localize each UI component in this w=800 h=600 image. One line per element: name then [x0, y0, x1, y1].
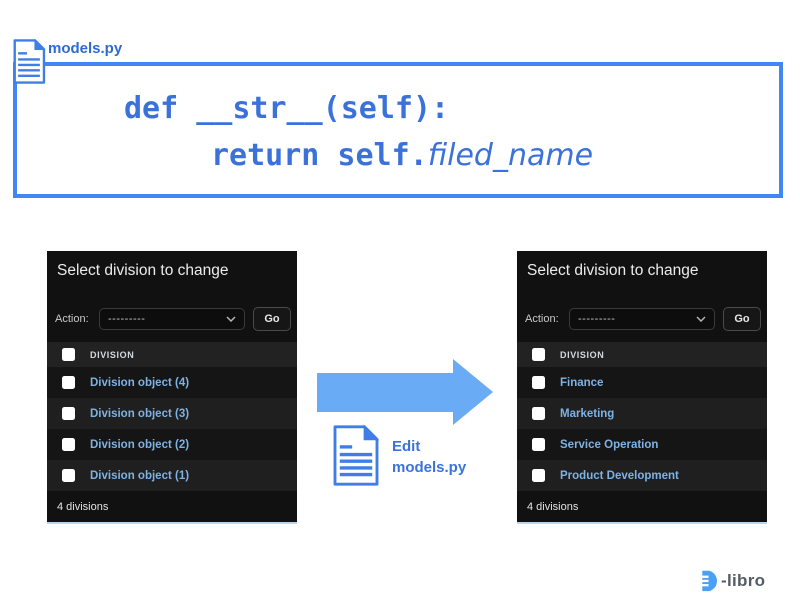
table-row: Division object (3): [47, 398, 297, 429]
code-snippet-box: def __str__(self): return self.filed_nam…: [13, 62, 783, 198]
edit-file-icon: [332, 424, 380, 487]
dlibro-logo-text: -libro: [721, 571, 765, 591]
results-count: 4 divisions: [47, 491, 297, 522]
select-all-checkbox[interactable]: [532, 348, 545, 361]
chevron-down-icon: [696, 316, 706, 322]
edit-step-line1: Edit: [392, 436, 466, 457]
row-link[interactable]: Division object (2): [90, 439, 189, 451]
row-checkbox[interactable]: [532, 376, 545, 389]
action-select[interactable]: ---------: [99, 308, 245, 330]
edit-step-line2: models.py: [392, 457, 466, 478]
models-file-icon: [12, 38, 46, 85]
action-select-value: ---------: [108, 313, 145, 325]
row-checkbox[interactable]: [532, 438, 545, 451]
row-link[interactable]: Division object (4): [90, 377, 189, 389]
row-checkbox[interactable]: [62, 407, 75, 420]
action-select-value: ---------: [578, 313, 615, 325]
row-checkbox[interactable]: [62, 376, 75, 389]
edit-step-label: Edit models.py: [392, 436, 466, 478]
action-select[interactable]: ---------: [569, 308, 715, 330]
page-title: Select division to change: [517, 251, 767, 280]
transform-arrow-icon: [317, 359, 493, 425]
table-row: Division object (4): [47, 367, 297, 398]
division-table: DIVISION Finance Marketing Service Opera…: [517, 342, 767, 522]
table-row: Finance: [517, 367, 767, 398]
table-row: Division object (2): [47, 429, 297, 460]
code-line-2: return self.filed_name: [211, 141, 593, 171]
row-checkbox[interactable]: [62, 438, 75, 451]
action-row: Action: --------- Go: [55, 307, 297, 331]
row-link[interactable]: Division object (1): [90, 470, 189, 482]
code-line-1: def __str__(self):: [124, 94, 449, 124]
action-label: Action:: [525, 313, 565, 325]
row-checkbox[interactable]: [62, 469, 75, 482]
go-button[interactable]: Go: [253, 307, 291, 331]
code-field-name: filed_name: [428, 138, 593, 173]
row-link[interactable]: Finance: [560, 377, 603, 389]
row-link[interactable]: Service Operation: [560, 439, 658, 451]
admin-panel-before: Select division to change Action: ------…: [47, 251, 297, 524]
table-row: Service Operation: [517, 429, 767, 460]
row-link[interactable]: Division object (3): [90, 408, 189, 420]
results-count: 4 divisions: [517, 491, 767, 522]
table-row: Marketing: [517, 398, 767, 429]
chevron-down-icon: [226, 316, 236, 322]
action-label: Action:: [55, 313, 95, 325]
admin-panel-after: Select division to change Action: ------…: [517, 251, 767, 524]
row-checkbox[interactable]: [532, 407, 545, 420]
column-header-division: DIVISION: [90, 350, 134, 360]
table-header-row: DIVISION: [47, 342, 297, 367]
code-line-2-prefix: return self.: [211, 138, 428, 173]
dlibro-logo-icon: [697, 569, 720, 592]
row-checkbox[interactable]: [532, 469, 545, 482]
row-link[interactable]: Marketing: [560, 408, 614, 420]
table-header-row: DIVISION: [517, 342, 767, 367]
dlibro-logo: -libro: [697, 569, 765, 592]
go-button[interactable]: Go: [723, 307, 761, 331]
select-all-checkbox[interactable]: [62, 348, 75, 361]
models-file-label: models.py: [48, 40, 122, 57]
table-row: Division object (1): [47, 460, 297, 491]
action-row: Action: --------- Go: [525, 307, 767, 331]
page-title: Select division to change: [47, 251, 297, 280]
row-link[interactable]: Product Development: [560, 470, 679, 482]
column-header-division: DIVISION: [560, 350, 604, 360]
table-row: Product Development: [517, 460, 767, 491]
division-table: DIVISION Division object (4) Division ob…: [47, 342, 297, 522]
